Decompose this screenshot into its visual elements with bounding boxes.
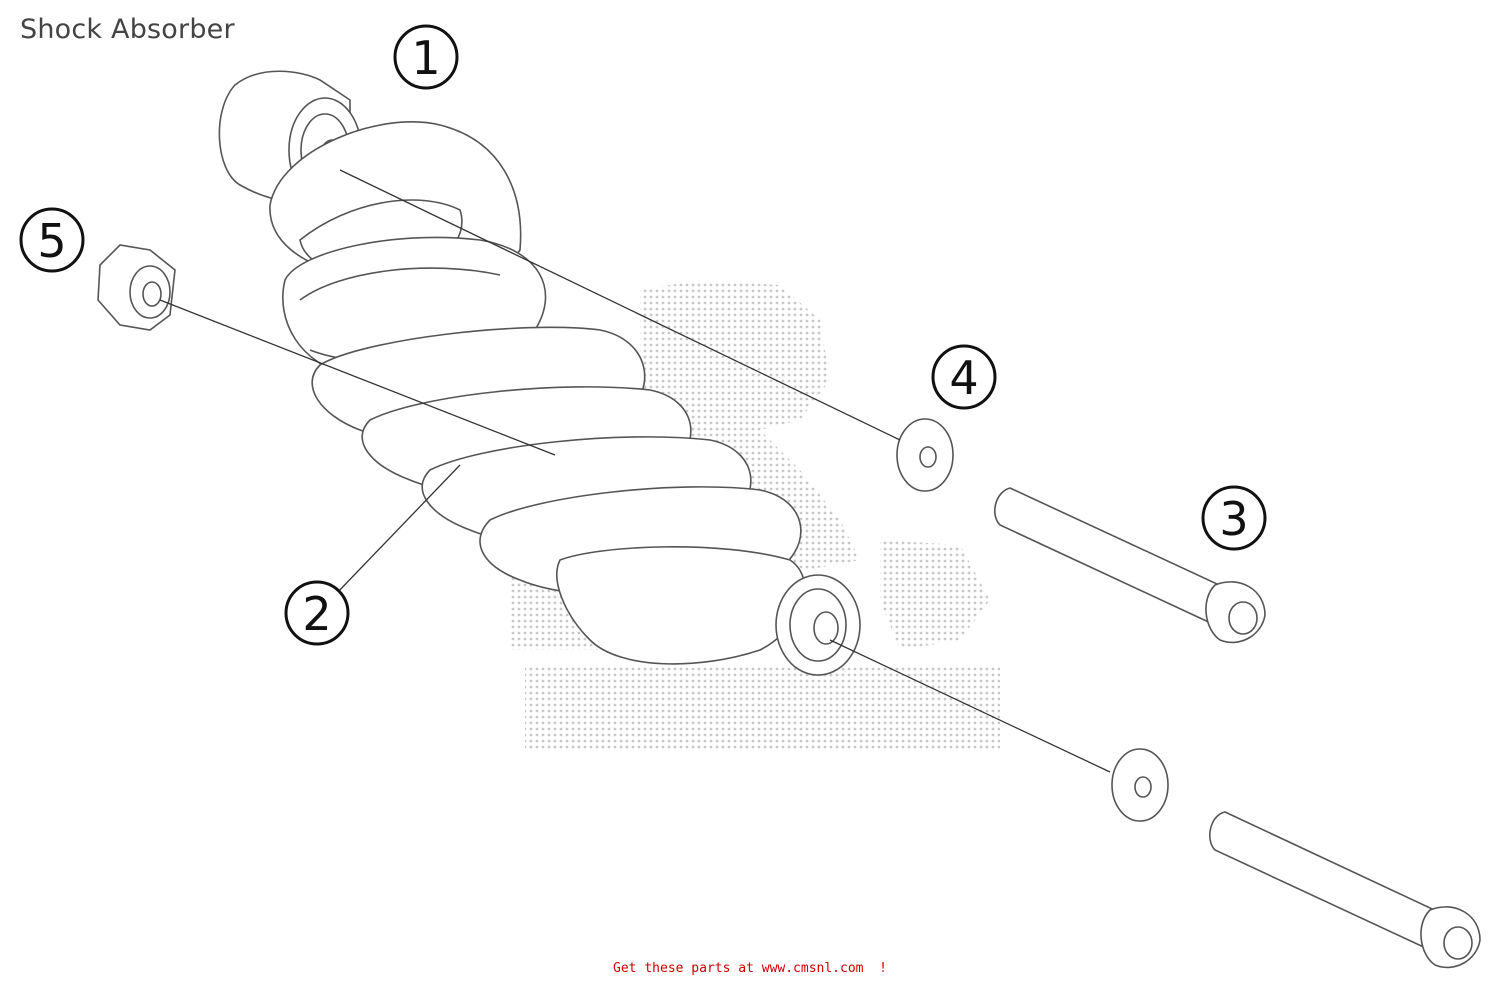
footer-shop-link[interactable]: Get these parts at www.cmsnl.com ! xyxy=(613,961,887,976)
callout-4-label: 4 xyxy=(949,351,978,405)
callout-5[interactable]: 5 xyxy=(19,207,85,273)
callout-2-label: 2 xyxy=(302,587,331,641)
leader-lines xyxy=(159,169,1111,773)
callout-4[interactable]: 4 xyxy=(931,344,997,410)
callout-3-label: 3 xyxy=(1219,492,1248,546)
page-title: Shock Absorber xyxy=(20,14,235,45)
bolt-part-lower xyxy=(1209,811,1481,969)
washer-part-lower xyxy=(1111,748,1169,822)
nut-part xyxy=(97,244,176,331)
callout-1-label: 1 xyxy=(411,31,440,85)
shock-absorber-part xyxy=(218,70,861,676)
callout-2[interactable]: 2 xyxy=(284,580,350,646)
callout-1[interactable]: 1 xyxy=(393,24,459,90)
callout-5-label: 5 xyxy=(37,214,66,268)
callout-3[interactable]: 3 xyxy=(1201,485,1267,551)
bolt-part-upper xyxy=(994,487,1266,644)
washer-part-upper xyxy=(896,418,954,492)
